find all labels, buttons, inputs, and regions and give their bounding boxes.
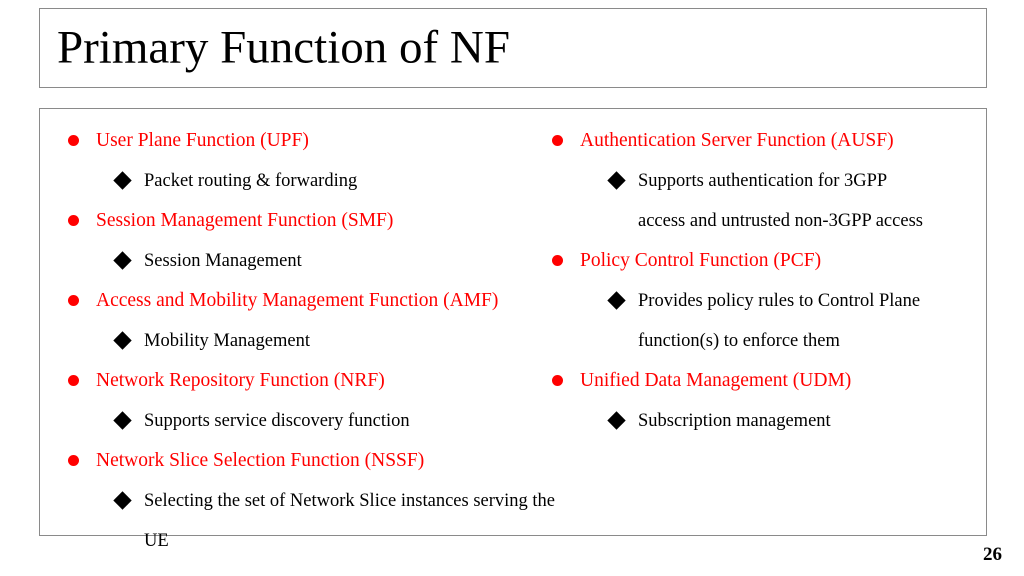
bullet-label: Access and Mobility Management Function … bbox=[96, 290, 499, 311]
filled-circle-icon bbox=[68, 135, 79, 146]
bullet-item-smf: Session Management Function (SMF) bbox=[52, 201, 572, 241]
sub-bullet-label-line: function(s) to enforce them bbox=[638, 331, 840, 351]
sub-bullet-item-amf-1: Mobility Management bbox=[52, 321, 572, 361]
sub-bullet-label: Subscription management bbox=[638, 411, 831, 431]
page-number: 26 bbox=[983, 544, 1002, 565]
sub-bullet-item-upf-1: Packet routing & forwarding bbox=[52, 161, 572, 201]
bullet-label: Unified Data Management (UDM) bbox=[580, 370, 852, 391]
sub-bullet-item-smf-1: Session Management bbox=[52, 241, 572, 281]
sub-bullet-item-ausf-1: Supports authentication for 3GPP access … bbox=[534, 161, 986, 241]
bullet-item-amf: Access and Mobility Management Function … bbox=[52, 281, 572, 321]
sub-bullet-label: Mobility Management bbox=[144, 331, 310, 351]
sub-bullet-label-line: Supports authentication for 3GPP bbox=[638, 171, 888, 191]
sub-bullet-label: Session Management bbox=[144, 251, 302, 271]
bullet-label: Network Repository Function (NRF) bbox=[96, 370, 385, 391]
filled-diamond-icon bbox=[607, 171, 626, 190]
filled-diamond-icon bbox=[113, 331, 132, 350]
bullet-label: User Plane Function (UPF) bbox=[96, 130, 309, 151]
filled-diamond-icon bbox=[113, 491, 132, 510]
bullet-label: Policy Control Function (PCF) bbox=[580, 250, 822, 271]
bullet-item-udm: Unified Data Management (UDM) bbox=[534, 361, 986, 401]
content-placeholder: User Plane Function (UPF) Packet routing… bbox=[39, 108, 987, 551]
sub-bullet-item-udm-1: Subscription management bbox=[534, 401, 986, 441]
bullet-item-nssf: Network Slice Selection Function (NSSF) bbox=[52, 441, 572, 481]
filled-diamond-icon bbox=[113, 251, 132, 270]
bullet-label: Session Management Function (SMF) bbox=[96, 210, 394, 231]
sub-bullet-text: Supports authentication for 3GPP access … bbox=[638, 161, 986, 241]
filled-circle-icon bbox=[68, 455, 79, 466]
sub-bullet-label-line: Provides policy rules to Control Plane bbox=[638, 291, 921, 311]
page-title: Primary Function of NF bbox=[57, 21, 511, 74]
filled-circle-icon bbox=[552, 375, 563, 386]
sub-bullet-item-nssf-1: Selecting the set of Network Slice insta… bbox=[52, 481, 572, 561]
filled-circle-icon bbox=[552, 255, 563, 266]
bullet-label: Authentication Server Function (AUSF) bbox=[580, 130, 894, 151]
filled-circle-icon bbox=[68, 375, 79, 386]
sub-bullet-label: Supports service discovery function bbox=[144, 411, 410, 431]
filled-diamond-icon bbox=[607, 411, 626, 430]
bullet-item-ausf: Authentication Server Function (AUSF) bbox=[534, 121, 986, 161]
filled-circle-icon bbox=[68, 215, 79, 226]
sub-bullet-text: Provides policy rules to Control Plane f… bbox=[638, 281, 986, 361]
sub-bullet-item-nrf-1: Supports service discovery function bbox=[52, 401, 572, 441]
filled-diamond-icon bbox=[113, 411, 132, 430]
content-column-right: Authentication Server Function (AUSF) Su… bbox=[534, 121, 986, 441]
filled-circle-icon bbox=[68, 295, 79, 306]
sub-bullet-item-pcf-1: Provides policy rules to Control Plane f… bbox=[534, 281, 986, 361]
bullet-item-pcf: Policy Control Function (PCF) bbox=[534, 241, 986, 281]
bullet-label: Network Slice Selection Function (NSSF) bbox=[96, 450, 425, 471]
filled-diamond-icon bbox=[607, 291, 626, 310]
filled-diamond-icon bbox=[113, 171, 132, 190]
sub-bullet-label: Packet routing & forwarding bbox=[144, 171, 358, 191]
content-column-left: User Plane Function (UPF) Packet routing… bbox=[52, 121, 572, 561]
title-placeholder: Primary Function of NF bbox=[39, 8, 987, 88]
sub-bullet-label-line: access and untrusted non-3GPP access bbox=[638, 211, 923, 231]
bullet-item-nrf: Network Repository Function (NRF) bbox=[52, 361, 572, 401]
sub-bullet-label: Selecting the set of Network Slice insta… bbox=[144, 491, 556, 551]
filled-circle-icon bbox=[552, 135, 563, 146]
bullet-item-upf: User Plane Function (UPF) bbox=[52, 121, 572, 161]
